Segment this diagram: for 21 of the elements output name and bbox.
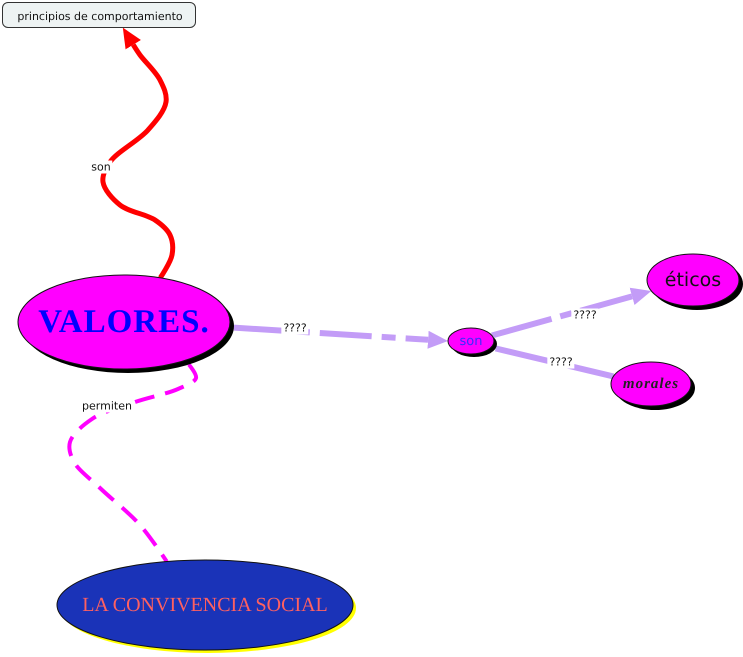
concept-label: VALORES. (38, 304, 210, 340)
concept-box (2, 2, 196, 28)
arrow (491, 288, 652, 338)
edge-label: ???? (547, 356, 575, 368)
edge-label: son (89, 160, 113, 174)
concept-label: son (460, 334, 482, 348)
concept-label: morales (622, 376, 680, 392)
arrow (234, 324, 448, 349)
concept-ellipse (17, 274, 235, 374)
connector-line (67, 363, 198, 563)
edge-label: ???? (571, 308, 599, 322)
concept-label: principios de comportamiento (17, 10, 183, 22)
concept-ellipse (646, 253, 743, 311)
edge-label: ???? (281, 322, 309, 334)
arrow (100, 28, 176, 280)
concept-ellipse (56, 559, 357, 654)
edge-label: permiten (80, 400, 134, 412)
concept-label: éticos (664, 269, 722, 291)
concept-label: LA CONVIVENCIA SOCIAL (82, 594, 328, 616)
concept-ellipse (447, 327, 498, 358)
concept-ellipse (610, 361, 696, 411)
